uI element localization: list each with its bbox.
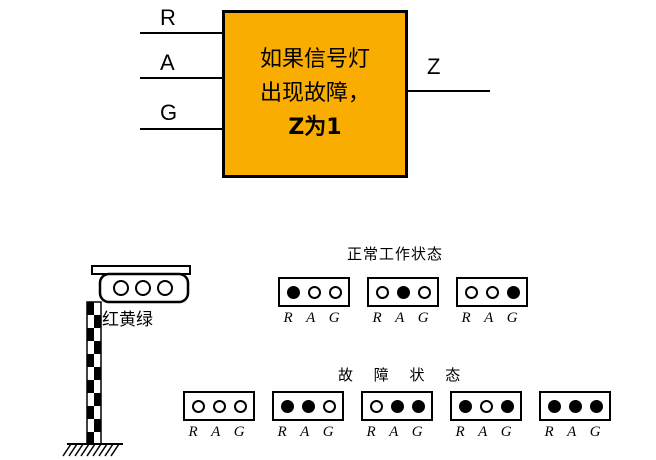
lamp-on-icon [396, 285, 410, 299]
signal-state: R A G [539, 391, 611, 441]
lamp-off-icon [485, 285, 499, 299]
lamp-off-icon [212, 399, 226, 413]
signal-state: R A G [450, 391, 522, 441]
lamp-caption: R A G [544, 424, 606, 440]
lamp-on-icon [500, 399, 514, 413]
logic-block-text-line1: 如果信号灯 [259, 47, 370, 72]
lamp-caption: R A G [461, 310, 523, 326]
lamp-caption: R A G [188, 424, 250, 440]
lamp-caption: R A G [283, 310, 345, 326]
lamp-on-icon [301, 399, 315, 413]
lamp-off-icon [307, 285, 321, 299]
lamp-caption: R A G [455, 424, 517, 440]
lamp-box [278, 277, 350, 307]
lamp-off-icon [479, 399, 493, 413]
lamp-off-icon [191, 399, 205, 413]
signal-state: R A G [361, 391, 433, 441]
signal-state: R A G [278, 277, 350, 327]
logic-block-text-line3: Z为1 [288, 115, 342, 140]
lamp-off-icon [322, 399, 336, 413]
output-wire-z [408, 90, 490, 92]
lamp-on-icon [589, 399, 603, 413]
logic-block-text-line2: 出现故障， [259, 81, 370, 106]
lamp-on-icon [506, 285, 520, 299]
lamp-box [367, 277, 439, 307]
lamp-box [456, 277, 528, 307]
lamp-on-icon [547, 399, 561, 413]
lamp-caption: R A G [277, 424, 339, 440]
signal-state: R A G [456, 277, 528, 327]
input-wire-a [140, 77, 222, 79]
lamp-box [450, 391, 522, 421]
traffic-light-label: 红黄绿 [102, 310, 153, 330]
lamp-box [183, 391, 255, 421]
lamp-on-icon [411, 399, 425, 413]
lamp-caption: R A G [372, 310, 434, 326]
lamp-caption: R A G [366, 424, 428, 440]
signal-state: R A G [272, 391, 344, 441]
normal-section-title: 正常工作状态 [347, 245, 444, 263]
lamp-box [361, 391, 433, 421]
lamp-off-icon [369, 399, 383, 413]
lamp-box [272, 391, 344, 421]
logic-block: 如果信号灯 出现故障， Z为1 [222, 10, 408, 178]
lamp-off-icon [417, 285, 431, 299]
lamp-off-icon [464, 285, 478, 299]
input-wire-r [140, 32, 222, 34]
input-label-g: G [160, 100, 178, 125]
input-label-a: A [160, 50, 175, 75]
signal-state: R A G [183, 391, 255, 441]
fault-section-title: 故 障 状 态 [338, 366, 469, 384]
input-wire-g [140, 128, 222, 130]
lamp-on-icon [568, 399, 582, 413]
lamp-on-icon [286, 285, 300, 299]
traffic-light-pole-icon [62, 265, 191, 457]
lamp-off-icon [233, 399, 247, 413]
lamp-off-icon [328, 285, 342, 299]
lamp-on-icon [280, 399, 294, 413]
signal-state: R A G [367, 277, 439, 327]
lamp-box [539, 391, 611, 421]
input-label-r: R [160, 5, 176, 30]
lamp-off-icon [375, 285, 389, 299]
output-label-z: Z [427, 54, 441, 79]
lamp-on-icon [458, 399, 472, 413]
lamp-on-icon [390, 399, 404, 413]
